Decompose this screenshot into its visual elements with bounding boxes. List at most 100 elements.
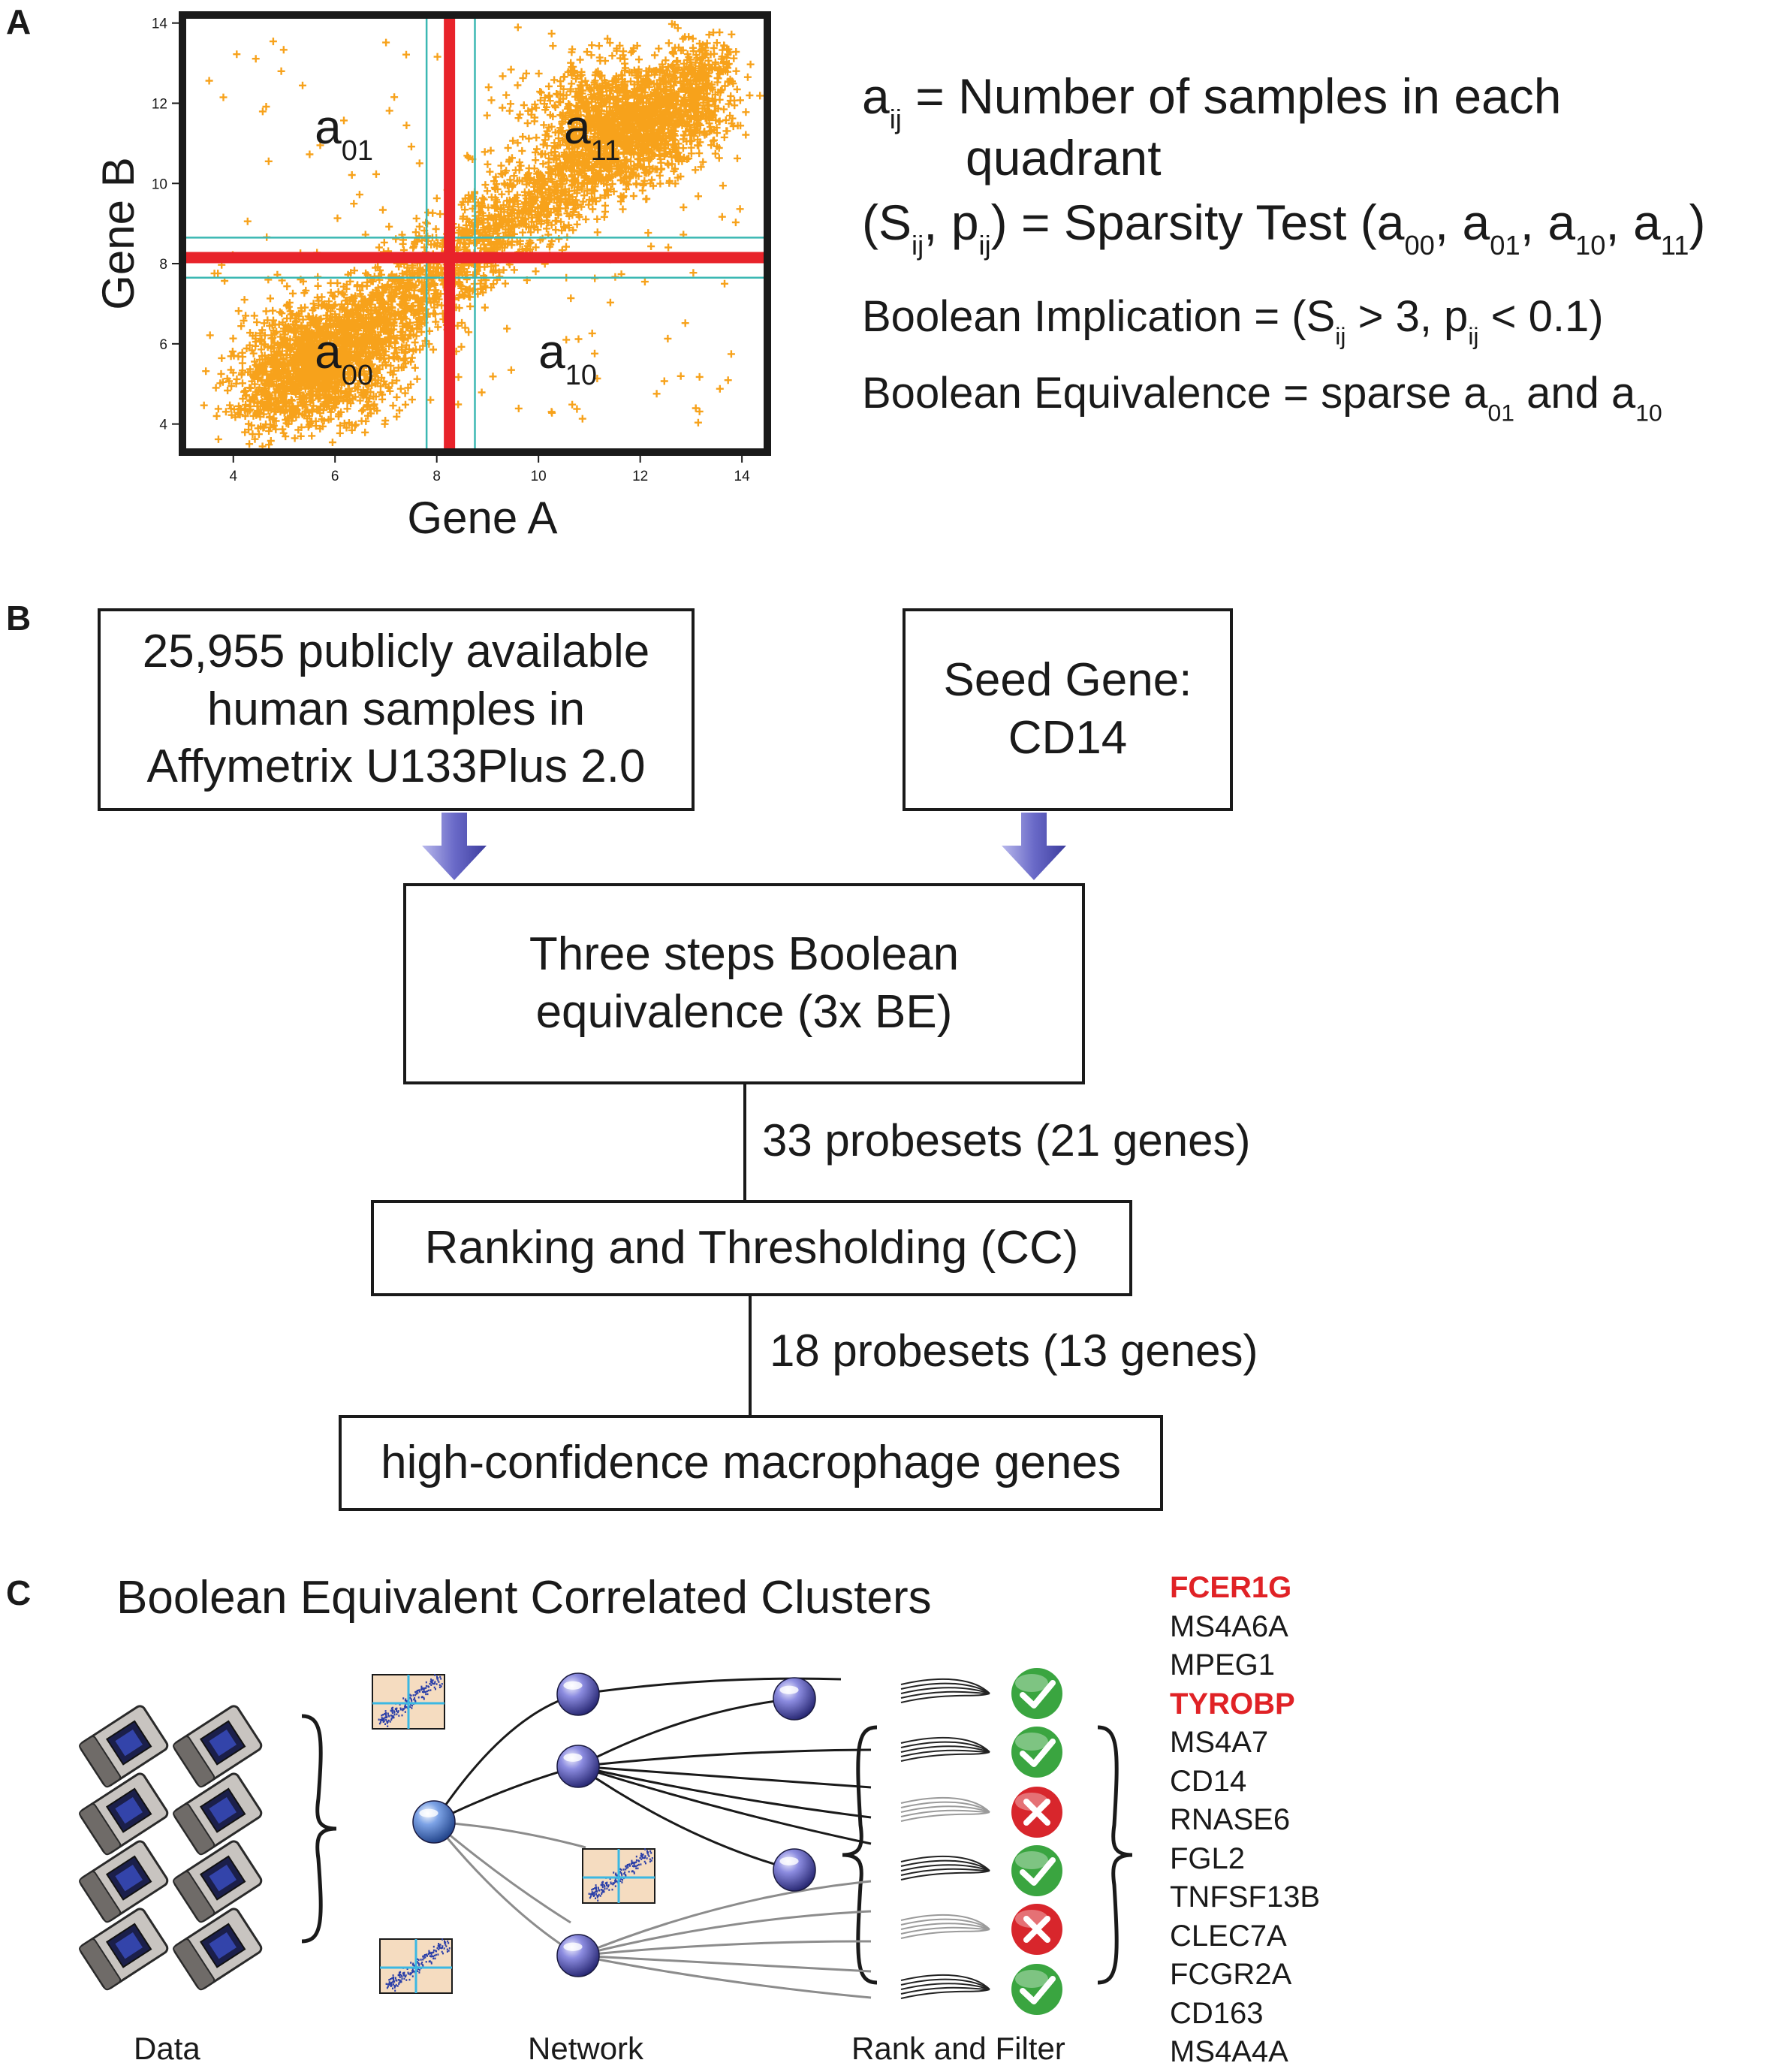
x-tick-label: 8: [432, 469, 441, 484]
gene-item: MS4A4A: [1170, 2035, 1288, 2068]
brace: [301, 1714, 337, 1944]
brace: [1097, 1725, 1133, 1985]
gene-item: MS4A6A: [1170, 1609, 1288, 1643]
network-edge: [577, 1765, 795, 1871]
gene-item: TNFSF13B: [1170, 1880, 1321, 1914]
boolean-equivalence-box: Three steps Boolean equivalence (3x BE): [403, 883, 1085, 1084]
network-edge: [577, 1677, 842, 1696]
plot-frame: [179, 11, 771, 456]
y-axis-label: Gene B: [93, 157, 143, 309]
gene-item: RNASE6: [1170, 1803, 1291, 1836]
gene-item: FCGR2A: [1170, 1958, 1292, 1991]
caption-network: Network: [528, 2031, 644, 2066]
network-edge: [577, 1765, 872, 1789]
probesets-33-label: 33 probesets (21 genes): [762, 1115, 1251, 1166]
gene-item: CD163: [1170, 1996, 1264, 2030]
network-edge: [577, 1954, 872, 1999]
network-edge: [577, 1940, 872, 1957]
network-edge: [577, 1880, 872, 1957]
gene-item: MS4A7: [1170, 1726, 1269, 1759]
check-icon: [1011, 1964, 1062, 2015]
bundle-icon: [900, 1855, 990, 1880]
brace: [842, 1725, 878, 1985]
network-edge: [577, 1910, 872, 1957]
network-node-icon: [556, 1745, 600, 1788]
microarray-chip-icon: [173, 1705, 263, 1788]
quadrant-label-a10: a10: [538, 324, 597, 391]
bundle-icon: [900, 1974, 990, 1999]
arrow-down-icon: [422, 813, 487, 880]
equation-boolean-equivalence: Boolean Equivalence = sparse a01 and a10: [862, 369, 1662, 427]
network-node-icon: [556, 1672, 600, 1716]
caption-data: Data: [134, 2031, 200, 2066]
network-node-icon: [556, 1934, 600, 1977]
cross-icon: [1011, 1904, 1062, 1955]
equation-aij: aij = Number of samples in each: [862, 68, 1562, 134]
y-tick-label: 12: [152, 96, 167, 112]
panel-c-letter: C: [6, 1573, 32, 1612]
microarray-chip-icon: [173, 1908, 263, 1991]
samples-box: 25,955 publicly available human samples …: [98, 608, 695, 811]
equation-sparsity-test: (Sij, pij) = Sparsity Test (a00, a01, a1…: [862, 195, 1706, 261]
bundle-icon: [900, 1736, 990, 1762]
y-tick-label: 6: [159, 337, 167, 353]
caption-rank-filter: Rank and Filter: [851, 2031, 1065, 2066]
y-tick-label: 4: [159, 418, 167, 433]
x-tick-label: 6: [331, 469, 339, 484]
gene-item: CLEC7A: [1170, 1919, 1287, 1953]
arrow-down-icon: [1002, 813, 1066, 880]
equation-aij-continued: quadrant: [966, 130, 1162, 185]
equation-boolean-implication: Boolean Implication = (Sij > 3, pij < 0.…: [862, 292, 1604, 350]
mini-scatter-icon: [372, 1674, 445, 1730]
network-edge: [577, 1748, 872, 1768]
network-edge: [432, 1693, 579, 1823]
seed-gene-box: Seed Gene: CD14: [903, 608, 1233, 811]
panel-a-letter: A: [6, 2, 32, 41]
cluster-illustration: [79, 1668, 1133, 2015]
x-tick-label: 14: [734, 469, 751, 484]
quadrant-label-a11: a11: [564, 100, 620, 167]
quadrant-label-a00: a00: [315, 324, 373, 391]
network-edge: [433, 1820, 571, 1924]
cross-icon: [1011, 1787, 1062, 1838]
network-edge: [433, 1820, 586, 1849]
gene-item: FGL2: [1170, 1841, 1246, 1875]
microarray-chip-icon: [79, 1772, 169, 1856]
probesets-18-label: 18 probesets (13 genes): [770, 1326, 1258, 1376]
check-icon: [1011, 1845, 1062, 1896]
microarray-chip-icon: [79, 1908, 169, 1991]
network-edge: [432, 1821, 579, 1957]
gene-item: FCER1G: [1170, 1571, 1292, 1604]
y-tick-label: 10: [152, 176, 167, 192]
microarray-chip-icon: [79, 1705, 169, 1788]
final-genes-box: high-confidence macrophage genes: [339, 1415, 1163, 1511]
microarray-chip-icon: [79, 1840, 169, 1923]
panel-c-title: Boolean Equivalent Correlated Clusters: [116, 1572, 932, 1624]
microarray-chip-icon: [173, 1772, 263, 1856]
network-edge: [577, 1954, 872, 1973]
scatter-points: [200, 20, 764, 451]
network-edge: [577, 1697, 795, 1768]
y-tick-label: 8: [159, 257, 167, 273]
check-icon: [1011, 1727, 1062, 1778]
gene-item: TYROBP: [1170, 1687, 1295, 1721]
bundle-icon: [900, 1914, 990, 1939]
network-edge: [433, 1765, 579, 1823]
ranking-box: Ranking and Thresholding (CC): [371, 1200, 1132, 1296]
network-node-icon: [773, 1677, 816, 1721]
mini-scatter-icon: [379, 1938, 453, 1994]
bundle-icon: [900, 1796, 990, 1822]
panel-b-letter: B: [6, 599, 32, 638]
mini-scatter-icon: [582, 1848, 655, 1904]
x-tick-label: 10: [531, 469, 547, 484]
y-tick-label: 14: [152, 17, 168, 32]
x-axis-label: Gene A: [407, 493, 557, 543]
microarray-chip-icon: [173, 1840, 263, 1923]
network-node-icon: [773, 1848, 816, 1892]
network-node-icon: [412, 1800, 456, 1844]
network-edge: [577, 1765, 872, 1819]
x-tick-label: 12: [632, 469, 648, 484]
connector-line: [749, 1296, 752, 1415]
gene-item: CD14: [1170, 1764, 1247, 1798]
